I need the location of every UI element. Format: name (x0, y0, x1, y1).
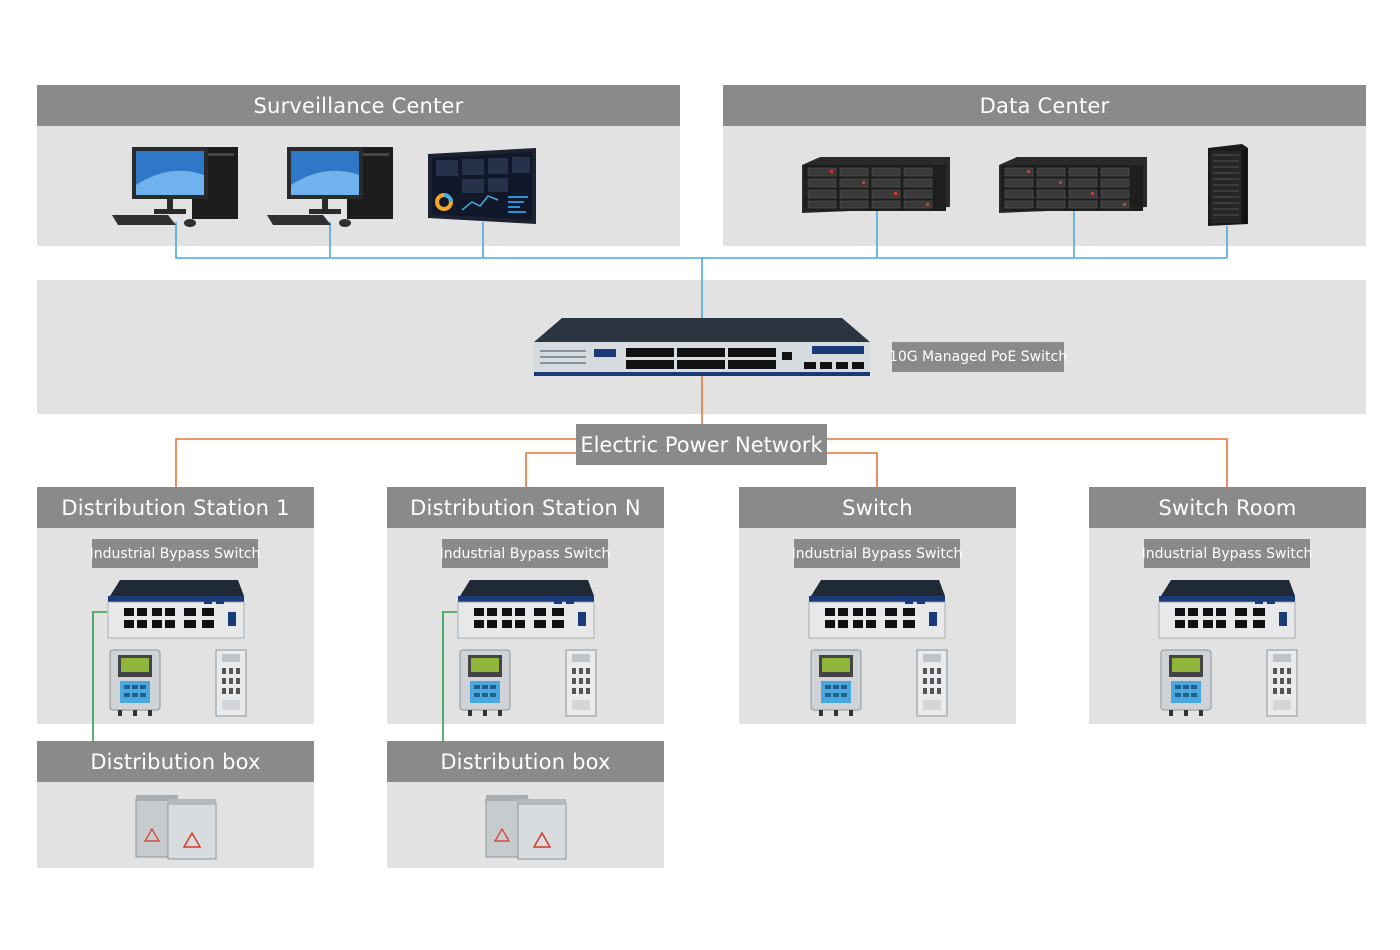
industrial-switch-label: Industrial Bypass Switch (792, 539, 962, 568)
electric-power-network-label: Electric Power Network (576, 424, 827, 465)
desktop-computer-icon (112, 147, 238, 227)
station-title: Distribution Station N (387, 487, 664, 528)
control-cabinet-icon (215, 649, 247, 717)
station-title: Switch Room (1089, 487, 1366, 528)
data-links (175, 208, 1228, 318)
distribution-box-title: Distribution box (37, 741, 314, 782)
distribution-box-icon (485, 795, 567, 860)
power-meter-cabinet-icon (459, 649, 511, 716)
industrial-bypass-switch-icon (808, 580, 946, 639)
local-links (92, 611, 457, 741)
storage-server-icon (999, 157, 1147, 213)
video-wall-display-icon (428, 148, 536, 224)
industrial-switch-label: Industrial Bypass Switch (440, 539, 610, 568)
industrial-bypass-switch-icon (1158, 580, 1296, 639)
core-poe-switch-icon (534, 318, 870, 376)
desktop-computer-icon (267, 147, 393, 227)
industrial-bypass-switch-icon (457, 580, 595, 639)
control-cabinet-icon (916, 649, 948, 717)
power-meter-cabinet-icon (109, 649, 161, 716)
station-title: Distribution Station 1 (37, 487, 314, 528)
station-title: Switch (739, 487, 1016, 528)
rack-server-icon (1208, 144, 1248, 226)
control-cabinet-icon (1266, 649, 1298, 717)
industrial-switch-label: Industrial Bypass Switch (1142, 539, 1312, 568)
power-meter-cabinet-icon (1160, 649, 1212, 716)
distribution-box-title: Distribution box (387, 741, 664, 782)
surveillance-center-title: Surveillance Center (37, 85, 680, 126)
storage-server-icon (802, 157, 950, 213)
data-center-title: Data Center (723, 85, 1366, 126)
distribution-box-icon (135, 795, 217, 860)
core-switch-label: 10G Managed PoE Switch (889, 342, 1067, 372)
control-cabinet-icon (565, 649, 597, 717)
industrial-switch-label: Industrial Bypass Switch (90, 539, 260, 568)
industrial-bypass-switch-icon (107, 580, 245, 639)
power-meter-cabinet-icon (810, 649, 862, 716)
